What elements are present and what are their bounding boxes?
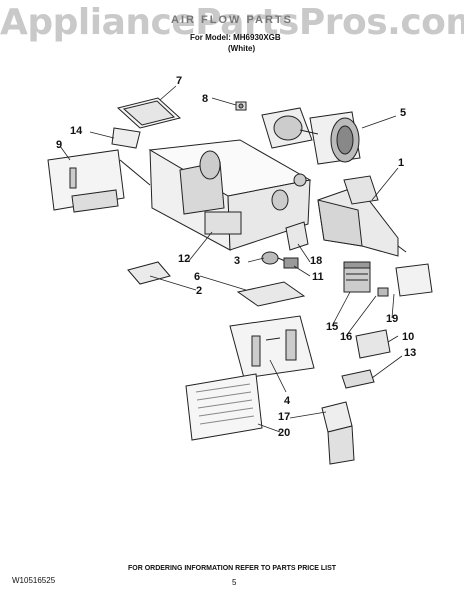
callout-4: 4 (284, 395, 291, 407)
part-19-bracket (395, 263, 433, 297)
callout-19: 19 (386, 313, 398, 325)
part-18-damper (285, 221, 309, 251)
part-13-clip (341, 369, 375, 389)
callout-3: 3 (234, 255, 240, 267)
part-4-grille (229, 315, 315, 379)
diagram-title: AIR FLOW PARTS (171, 14, 293, 26)
ordering-note: FOR ORDERING INFORMATION REFER TO PARTS … (127, 565, 337, 572)
callout-10: 10 (402, 331, 414, 343)
callout-15: 15 (326, 321, 338, 333)
callout-2: 2 (196, 285, 202, 297)
part-20-grille (185, 373, 263, 441)
model-subtitle: For Model: MH6930XGB (190, 33, 281, 42)
part-15-transformer (343, 261, 371, 293)
page-number: 5 (232, 578, 237, 587)
leader-lines (59, 85, 403, 433)
document-number: W10516525 (12, 576, 56, 585)
callout-13: 13 (404, 347, 416, 359)
part-6-plate (236, 281, 306, 307)
part-5-blower (261, 107, 361, 165)
callout-8: 8 (202, 93, 208, 105)
part-8-clip (235, 101, 247, 111)
callout-9: 9 (56, 139, 62, 151)
callout-labels: 7 8 5 14 9 1 12 3 18 11 6 2 19 15 16 10 … (56, 75, 416, 439)
part-3-part-11-assembly (261, 251, 299, 269)
callout-1: 1 (398, 157, 404, 169)
callout-18: 18 (310, 255, 322, 267)
part-10-board (355, 329, 391, 359)
part-2-plate (127, 261, 171, 285)
part-1-duct (317, 175, 407, 257)
callout-7: 7 (176, 75, 182, 87)
callout-12: 12 (178, 253, 190, 265)
callout-5: 5 (400, 107, 406, 119)
callout-20: 20 (278, 427, 290, 439)
cavity-housing (148, 139, 312, 251)
part-9-vent (47, 149, 151, 213)
part-14-bracket (111, 127, 141, 149)
callout-16: 16 (340, 331, 352, 343)
callout-6: 6 (194, 271, 200, 283)
watermark: AppliancePartsPros.com (0, 2, 464, 43)
part-7-filter (116, 97, 182, 129)
part-16-sensor (377, 287, 389, 297)
callout-17: 17 (278, 411, 290, 423)
callout-14: 14 (70, 125, 83, 137)
color-label: (White) (228, 44, 256, 53)
callout-11: 11 (312, 271, 324, 283)
part-17-chimney (321, 401, 355, 465)
